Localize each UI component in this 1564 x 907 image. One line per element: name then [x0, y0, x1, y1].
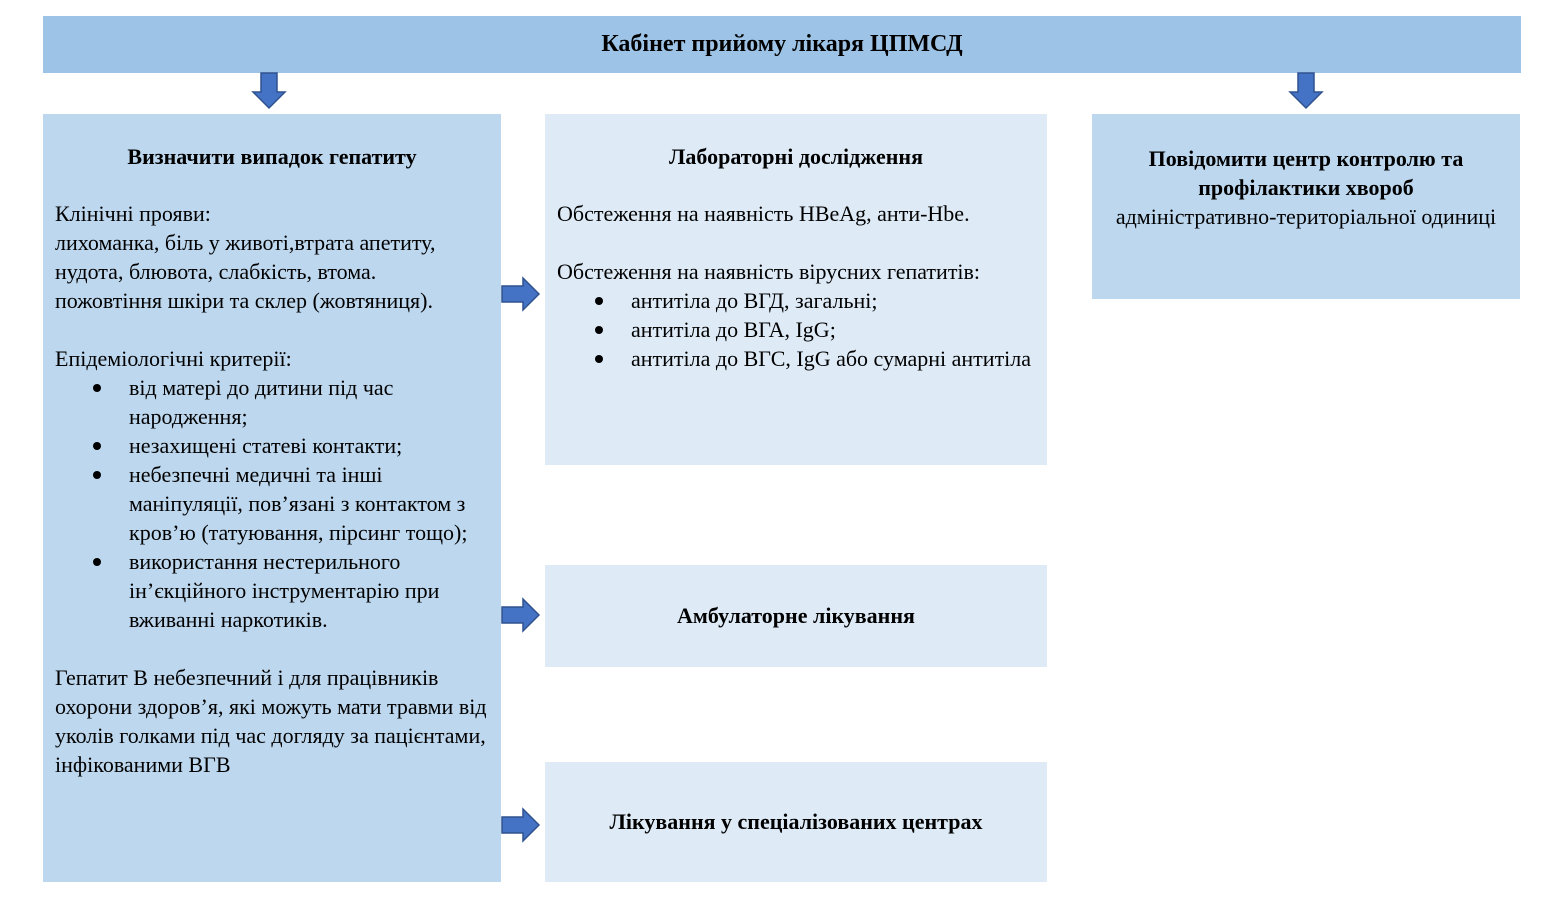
health-worker-note: Гепатит В небезпечний і для працівників … [55, 665, 487, 777]
clinical-line: лихоманка, біль у животі,втрата апетиту, [55, 230, 436, 255]
epi-criteria-item: незахищені статеві контакти; [55, 431, 489, 460]
ambulatory-treatment-box: Амбулаторне лікування [545, 565, 1047, 667]
specialized-treatment-box: Лікування у спеціалізованих центрах [545, 762, 1047, 882]
notify-center-text: адміністративно-територіальної одиниці [1115, 204, 1497, 229]
notify-center-title: Повідомити центр контролю та профілактик… [1148, 146, 1464, 200]
antibody-item: антитіла до ВГС, IgG або сумарні антитіл… [557, 344, 1035, 373]
lab-test-viral-hepatitis: Обстеження на наявність вірусних гепатит… [557, 259, 981, 284]
epi-criteria-item: використання нестерильного ін’єкційного … [55, 547, 489, 634]
lab-tests-box: Лабораторні дослідження Обстеження на на… [545, 114, 1047, 465]
header-box: Кабінет прийому лікаря ЦПМСД [43, 16, 1521, 73]
epi-criteria-item: від матері до дитини під час народження; [55, 373, 489, 431]
down-arrow-right-icon [1288, 72, 1324, 110]
epi-label: Епідеміологічні критерії: [55, 346, 292, 371]
down-arrow-left-icon [251, 72, 287, 110]
header-title: Кабінет прийому лікаря ЦПМСД [601, 31, 963, 57]
clinical-label: Клінічні прояви: [55, 201, 211, 226]
identify-case-title: Визначити випадок гепатиту [127, 144, 417, 169]
specialized-treatment-title: Лікування у спеціалізованих центрах [609, 809, 983, 834]
epi-criteria-list: від матері до дитини під час народження;… [55, 373, 489, 634]
antibody-list: антитіла до ВГД, загальні; антитіла до В… [557, 286, 1035, 373]
identify-case-box: Визначити випадок гепатиту Клінічні проя… [43, 114, 501, 882]
clinical-line: нудота, блювота, слабкість, втома. [55, 259, 377, 284]
right-arrow-ambulatory-icon [501, 597, 541, 633]
notify-center-box: Повідомити центр контролю та профілактик… [1092, 114, 1520, 299]
epi-criteria-item: небезпечні медичні та інші маніпуляції, … [55, 460, 489, 547]
lab-tests-title: Лабораторні дослідження [669, 144, 923, 169]
ambulatory-treatment-title: Амбулаторне лікування [677, 603, 915, 628]
right-arrow-specialized-icon [501, 807, 541, 843]
antibody-item: антитіла до ВГА, IgG; [557, 315, 1035, 344]
lab-test-hbeag: Обстеження на наявність HBeAg, анти-Hbe. [557, 201, 970, 226]
right-arrow-lab-icon [501, 276, 541, 312]
clinical-line: пожовтіння шкіри та склер (жовтяниця). [55, 288, 433, 313]
antibody-item: антитіла до ВГД, загальні; [557, 286, 1035, 315]
